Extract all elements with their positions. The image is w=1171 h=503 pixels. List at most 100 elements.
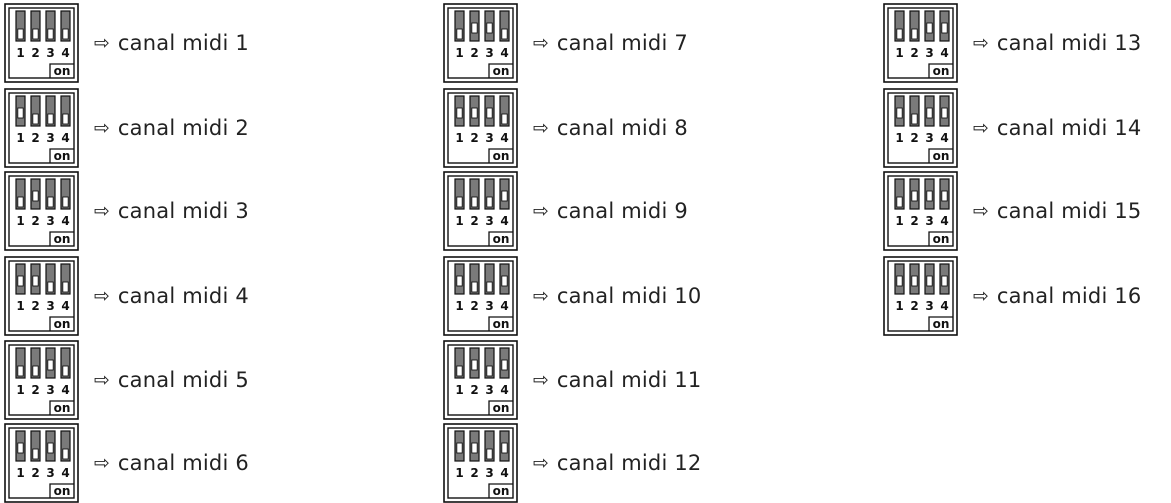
on-label-box — [488, 316, 513, 331]
right-arrow-icon: ⇨ — [94, 31, 110, 54]
on-label: on — [933, 317, 950, 331]
switch-number-label: 4 — [500, 214, 508, 228]
dip-switch-3 — [924, 263, 935, 295]
switch-number-label: 3 — [485, 131, 493, 145]
switch-number-label: 2 — [470, 466, 478, 480]
dip-switch-2 — [30, 178, 41, 210]
switch-number-label: 2 — [470, 299, 478, 313]
switch-number-label: 4 — [500, 131, 508, 145]
dip-switch-1 — [894, 10, 905, 42]
switch-number-label: 1 — [16, 46, 24, 60]
dip-switch-1 — [15, 178, 26, 210]
dip-switch-4 — [499, 95, 510, 127]
switch-number-label: 1 — [16, 214, 24, 228]
dip-switch-4 — [60, 430, 71, 462]
midi-channel-label: canal midi 1 — [117, 31, 249, 55]
dip-switch-1 — [454, 430, 465, 462]
midi-channel-label: canal midi 6 — [117, 451, 249, 475]
dip-switch-3 — [484, 95, 495, 127]
on-label-box — [488, 231, 513, 246]
switch-number-label: 2 — [31, 214, 39, 228]
switch-number-label: 2 — [31, 46, 39, 60]
dip-switch-3 — [924, 95, 935, 127]
on-label-box — [49, 63, 74, 78]
dip-switch-1 — [15, 430, 26, 462]
switch-number-label: 4 — [61, 299, 69, 313]
on-label: on — [493, 484, 510, 498]
midi-channel-label: canal midi 3 — [117, 199, 249, 223]
dip-switch-4 — [60, 263, 71, 295]
on-label-box — [49, 400, 74, 415]
right-arrow-icon: ⇨ — [94, 451, 110, 474]
switch-number-label: 4 — [61, 131, 69, 145]
switch-number-label: 3 — [46, 131, 54, 145]
on-label-box — [488, 483, 513, 498]
switch-number-label: 4 — [500, 299, 508, 313]
on-label: on — [493, 149, 510, 163]
dip-switch-3 — [45, 430, 56, 462]
switch-number-label: 4 — [61, 383, 69, 397]
dip-switch-3 — [45, 10, 56, 42]
dip-switch-4 — [939, 10, 950, 42]
switch-number-label: 2 — [910, 214, 918, 228]
right-arrow-icon: ⇨ — [533, 368, 549, 391]
switch-number-label: 3 — [485, 299, 493, 313]
dip-switch-2 — [909, 178, 920, 210]
right-arrow-icon: ⇨ — [94, 284, 110, 307]
on-label: on — [493, 317, 510, 331]
on-label-box — [49, 483, 74, 498]
right-arrow-icon: ⇨ — [533, 284, 549, 307]
midi-channel-label: canal midi 4 — [117, 284, 249, 308]
dip-switch-1 — [15, 95, 26, 127]
switch-number-label: 3 — [925, 214, 933, 228]
switch-number-label: 2 — [470, 214, 478, 228]
switch-number-label: 3 — [485, 466, 493, 480]
dip-switch-2 — [469, 95, 480, 127]
right-arrow-icon: ⇨ — [973, 199, 989, 222]
switch-number-label: 1 — [895, 46, 903, 60]
dip-switch-2 — [909, 10, 920, 42]
switch-number-label: 1 — [455, 466, 463, 480]
on-label: on — [493, 64, 510, 78]
dip-switch-3 — [484, 178, 495, 210]
on-label: on — [933, 149, 950, 163]
midi-channel-label: canal midi 13 — [996, 31, 1142, 55]
dip-switch-1 — [454, 95, 465, 127]
switch-number-label: 3 — [46, 214, 54, 228]
switch-number-label: 4 — [500, 383, 508, 397]
on-label: on — [493, 401, 510, 415]
on-label-box — [928, 148, 953, 163]
right-arrow-icon: ⇨ — [94, 116, 110, 139]
switch-number-label: 2 — [31, 131, 39, 145]
dip-switch-1 — [15, 10, 26, 42]
switch-number-label: 4 — [940, 214, 948, 228]
dip-switch-1 — [894, 178, 905, 210]
on-label: on — [54, 317, 71, 331]
switch-number-label: 3 — [485, 46, 493, 60]
dip-switch-2 — [909, 95, 920, 127]
midi-channel-label: canal midi 11 — [556, 368, 702, 392]
dip-switch-3 — [45, 347, 56, 379]
dip-switch-4 — [60, 178, 71, 210]
dip-switch-2 — [469, 178, 480, 210]
switch-number-label: 1 — [895, 299, 903, 313]
dip-switch-4 — [499, 10, 510, 42]
dip-switch-1 — [454, 178, 465, 210]
dip-switch-1 — [454, 10, 465, 42]
